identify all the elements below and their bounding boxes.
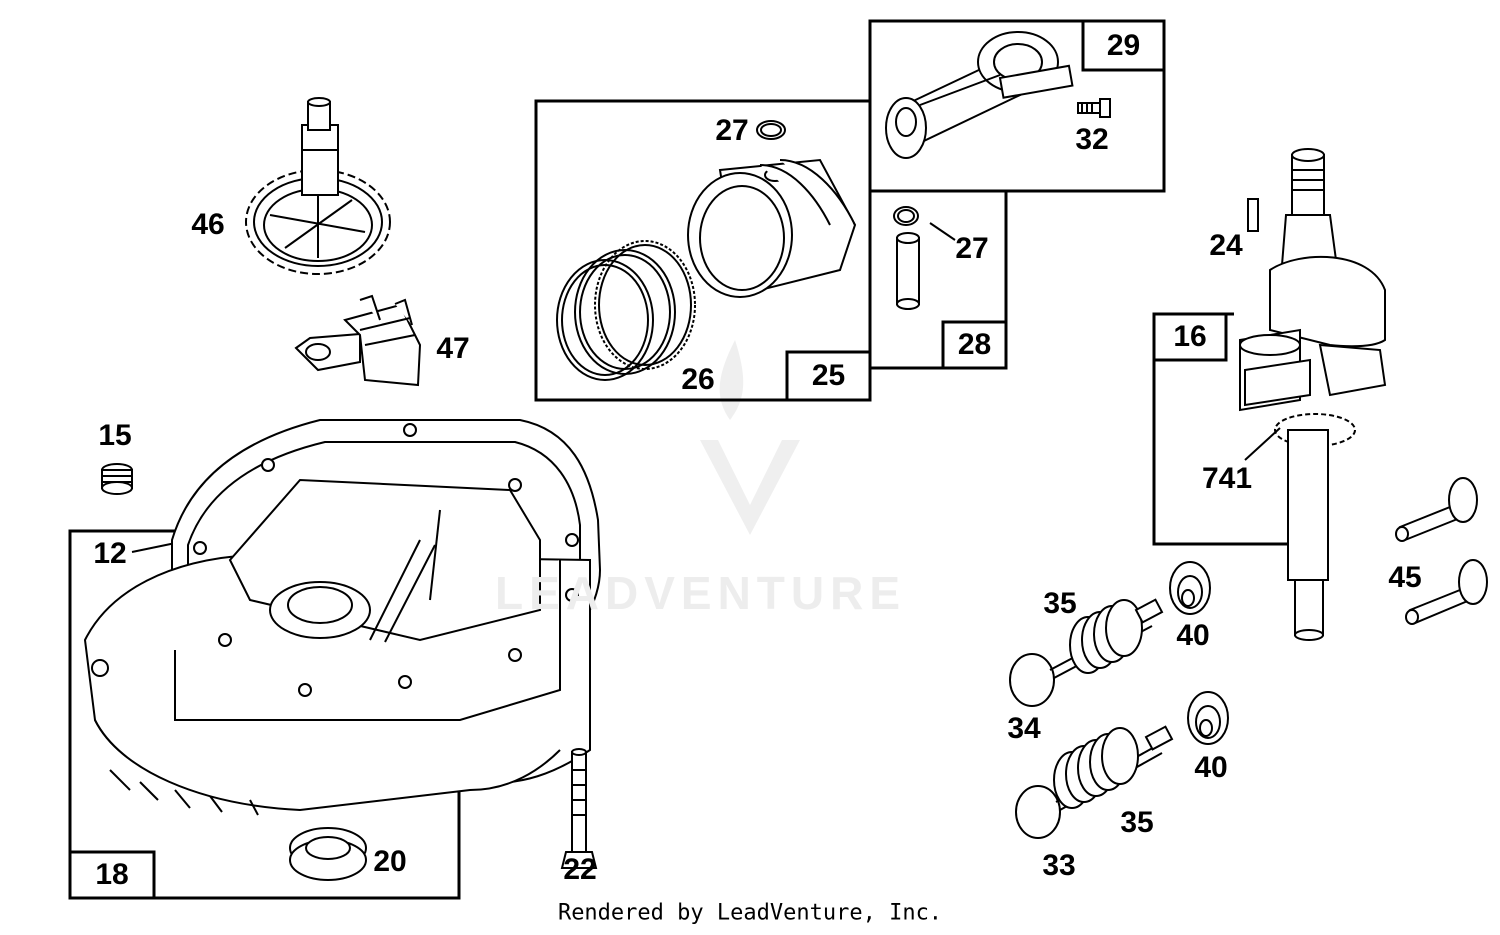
governor-bracket-icon[interactable] bbox=[294, 294, 422, 387]
part-label-22[interactable]: 22 bbox=[563, 853, 597, 886]
key-24-icon[interactable] bbox=[1247, 198, 1259, 232]
part-label-47[interactable]: 47 bbox=[436, 332, 470, 365]
circlip-27b-icon[interactable] bbox=[893, 206, 956, 241]
sump-bolt-icon[interactable] bbox=[560, 748, 598, 869]
watermark-text: LEADVENTURE bbox=[495, 567, 907, 619]
footer-credit: Rendered by LeadVenture, Inc. bbox=[557, 900, 943, 926]
valve-lifter-icon[interactable] bbox=[1395, 477, 1488, 625]
box-label-25[interactable]: 25 bbox=[811, 359, 846, 392]
box-25-frame bbox=[534, 99, 872, 402]
part-label-35-upper[interactable]: 35 bbox=[1043, 587, 1077, 620]
part-label-40-upper[interactable]: 40 bbox=[1176, 619, 1210, 652]
part-label-24[interactable]: 24 bbox=[1209, 229, 1243, 262]
box-label-28[interactable]: 28 bbox=[957, 328, 992, 361]
retainer-40b-icon[interactable] bbox=[1187, 691, 1229, 745]
part-label-15[interactable]: 15 bbox=[98, 419, 132, 452]
wrist-pin-icon[interactable] bbox=[896, 232, 920, 310]
part-label-33[interactable]: 33 bbox=[1042, 849, 1076, 882]
part-label-45[interactable]: 45 bbox=[1388, 561, 1422, 594]
oil-plug-icon[interactable] bbox=[101, 463, 133, 495]
governor-gear-icon[interactable] bbox=[245, 97, 391, 275]
part-label-26[interactable]: 26 bbox=[681, 363, 715, 396]
circlip-27a-icon[interactable] bbox=[756, 120, 786, 140]
part-label-27-top[interactable]: 27 bbox=[715, 114, 749, 147]
box-label-29[interactable]: 29 bbox=[1106, 28, 1141, 62]
part-label-40-lower[interactable]: 40 bbox=[1194, 751, 1228, 784]
intake-valve-icon[interactable] bbox=[1009, 598, 1164, 707]
sump-housing-icon[interactable] bbox=[83, 419, 602, 816]
part-label-12[interactable]: 12 bbox=[93, 537, 127, 570]
box-18-frame bbox=[68, 529, 461, 900]
box-16-frame bbox=[1152, 312, 1288, 546]
part-label-35-lower[interactable]: 35 bbox=[1120, 806, 1154, 839]
part-label-32[interactable]: 32 bbox=[1075, 123, 1109, 156]
part-label-34[interactable]: 34 bbox=[1007, 712, 1041, 745]
connecting-rod-icon[interactable] bbox=[885, 31, 1074, 159]
part-label-46[interactable]: 46 bbox=[191, 208, 225, 241]
watermark-logo bbox=[700, 340, 800, 535]
box-label-18[interactable]: 18 bbox=[95, 858, 129, 891]
piston-rings-icon[interactable] bbox=[556, 240, 696, 381]
part-label-20[interactable]: 20 bbox=[373, 845, 407, 878]
part-label-27-pin[interactable]: 27 bbox=[955, 232, 989, 265]
exhaust-valve-icon[interactable] bbox=[1015, 725, 1174, 839]
part-label-741[interactable]: 741 bbox=[1201, 462, 1253, 495]
retainer-40a-icon[interactable] bbox=[1169, 561, 1211, 615]
box-28-frame bbox=[870, 189, 1008, 370]
crankshaft-icon[interactable] bbox=[1239, 148, 1387, 641]
piston-icon[interactable] bbox=[687, 158, 857, 298]
box-label-16[interactable]: 16 bbox=[1173, 320, 1207, 353]
leader-741 bbox=[1244, 427, 1281, 461]
oil-seal-icon[interactable] bbox=[289, 827, 367, 881]
bolt-32-icon[interactable] bbox=[1077, 98, 1111, 118]
